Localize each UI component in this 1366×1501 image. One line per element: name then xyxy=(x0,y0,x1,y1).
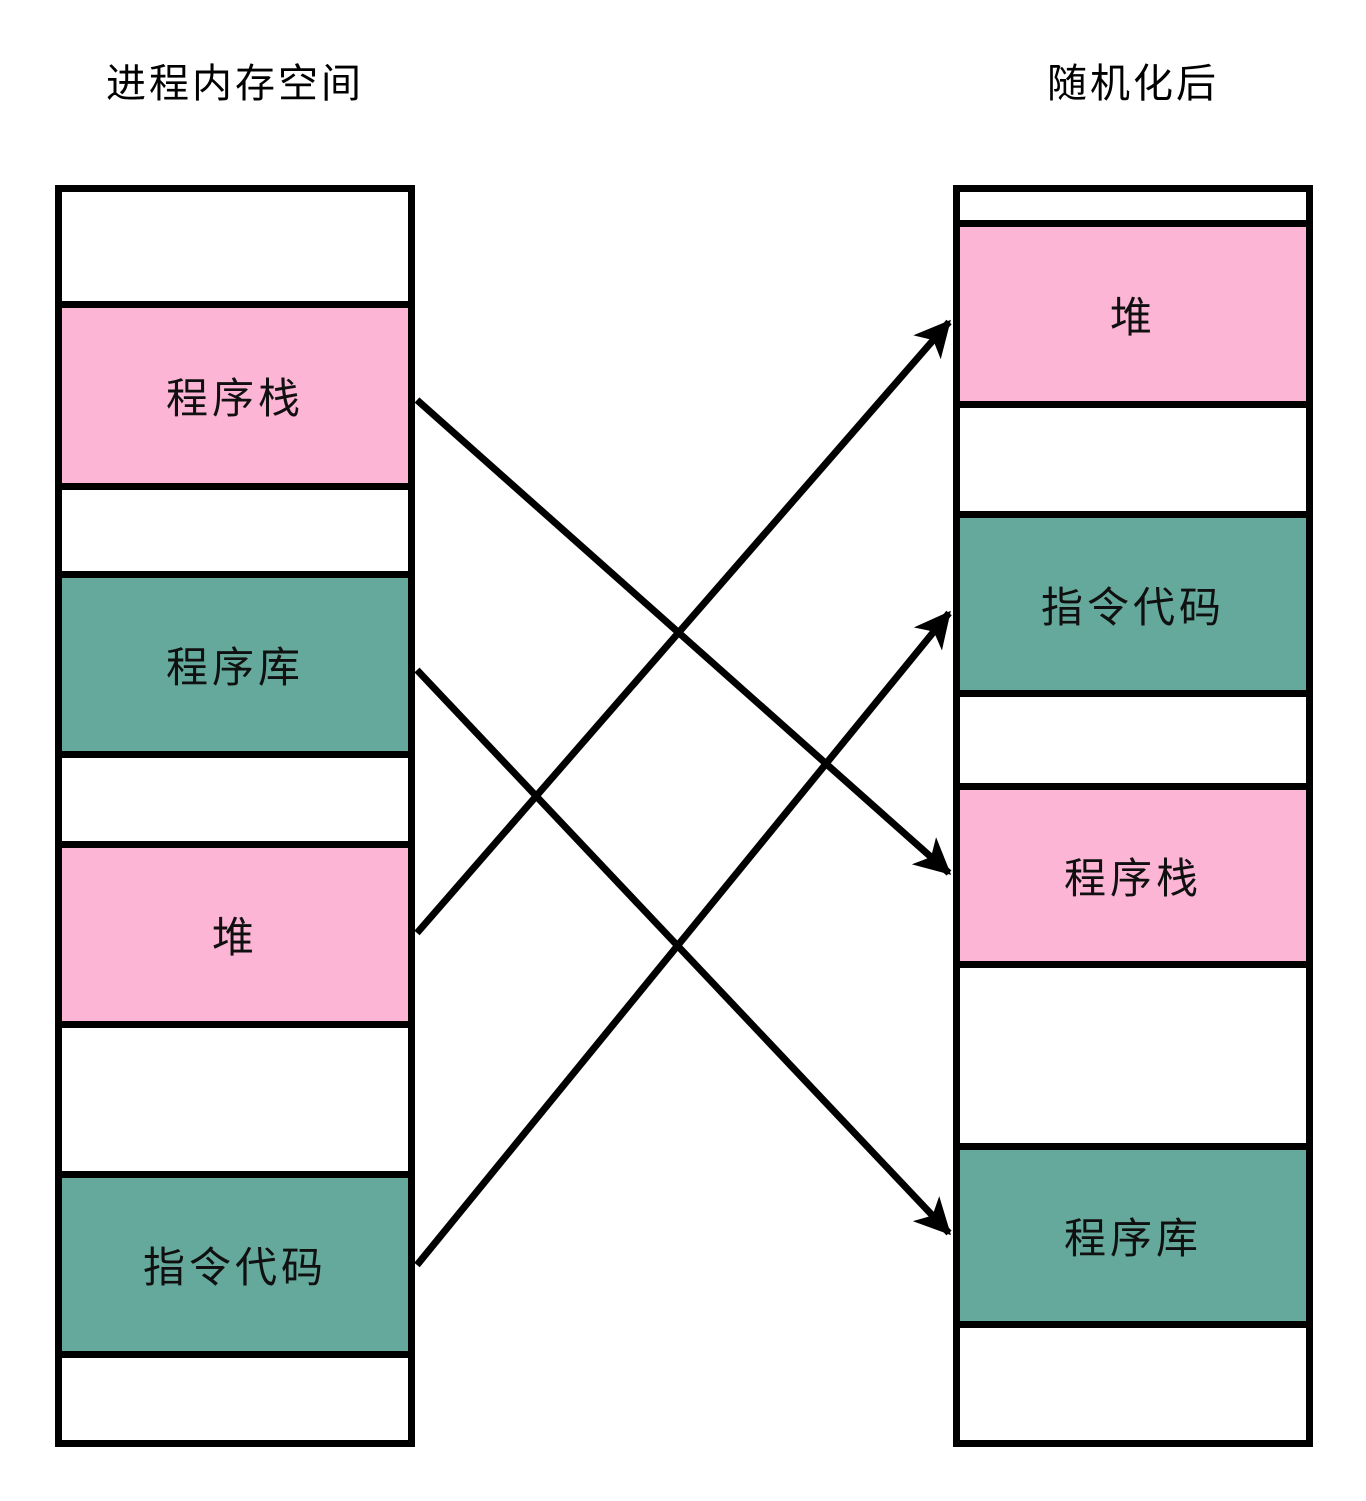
segment-label: 程序库 xyxy=(1063,1215,1202,1262)
segment-label: 堆 xyxy=(1109,293,1156,341)
right-segment-empty-3 xyxy=(960,697,1306,790)
right-memory-column: 堆 指令代码 程序栈 程序库 xyxy=(953,185,1313,1447)
segment-label: 堆 xyxy=(211,914,258,961)
left-segment-program-stack: 程序栈 xyxy=(62,308,408,490)
left-segment-program-library: 程序库 xyxy=(62,578,408,758)
right-segment-empty-2 xyxy=(960,408,1306,518)
left-segment-empty-3 xyxy=(62,758,408,848)
right-segment-empty-5 xyxy=(960,1328,1306,1440)
left-segment-empty-5 xyxy=(62,1358,408,1440)
left-segment-empty-1 xyxy=(62,192,408,308)
right-segment-program-stack: 程序栈 xyxy=(960,790,1306,968)
segment-label: 指令代码 xyxy=(142,1244,327,1291)
right-segment-empty-1 xyxy=(960,192,1306,227)
right-segment-program-library: 程序库 xyxy=(960,1150,1306,1328)
left-segment-instruction-code: 指令代码 xyxy=(62,1178,408,1358)
left-segment-empty-2 xyxy=(62,490,408,578)
segment-label: 程序栈 xyxy=(1063,855,1202,902)
arrow-instruction-code xyxy=(414,610,952,1268)
right-column-title: 随机化后 xyxy=(1047,62,1219,106)
right-segment-heap: 堆 xyxy=(960,227,1306,408)
arrow-program-stack xyxy=(414,397,952,876)
left-segment-heap: 堆 xyxy=(62,848,408,1028)
right-segment-empty-4 xyxy=(960,968,1306,1150)
left-memory-column: 程序栈 程序库 堆 指令代码 xyxy=(55,185,415,1447)
segment-label: 程序栈 xyxy=(165,375,304,422)
left-column-title: 进程内存空间 xyxy=(106,62,364,106)
left-segment-empty-4 xyxy=(62,1028,408,1178)
segment-label: 程序库 xyxy=(165,644,304,691)
right-segment-instruction-code: 指令代码 xyxy=(960,518,1306,697)
arrow-heap xyxy=(414,319,952,936)
arrow-program-library xyxy=(414,667,952,1236)
segment-label: 指令代码 xyxy=(1040,583,1225,631)
